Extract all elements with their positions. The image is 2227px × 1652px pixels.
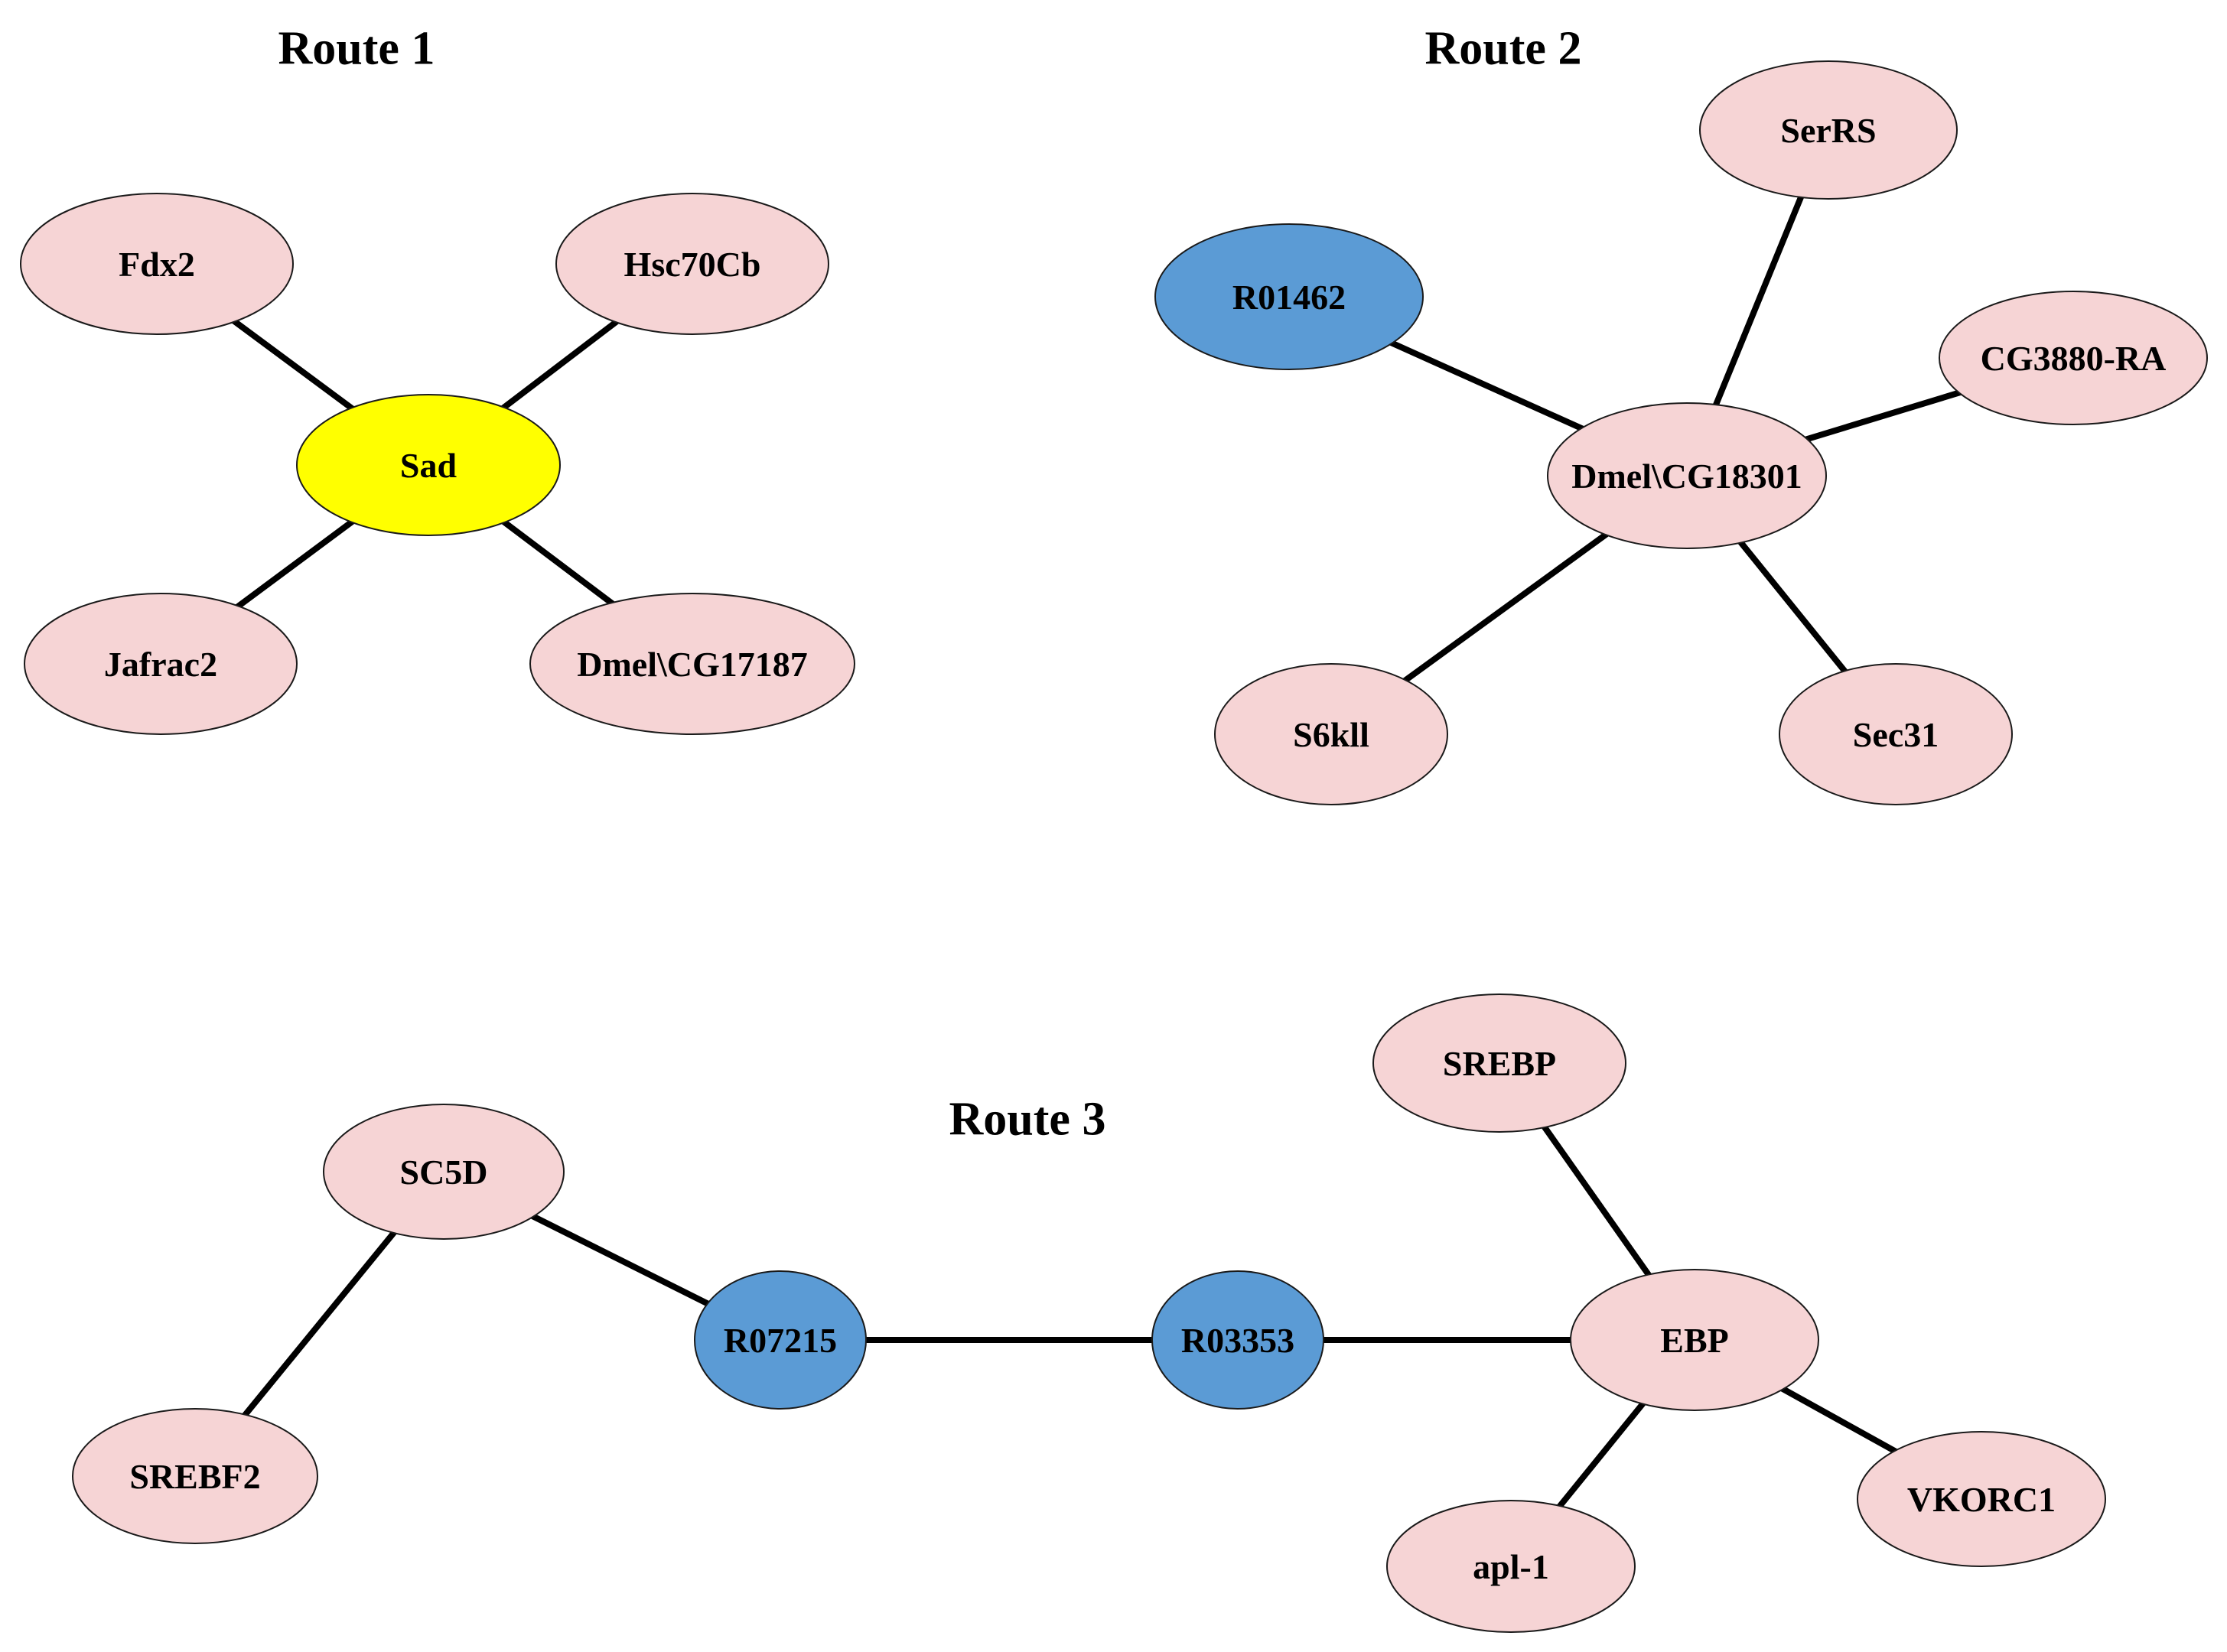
node-ellipse-cg17187	[529, 593, 855, 735]
node-hsc70cb: Hsc70Cb	[555, 193, 829, 335]
node-label-vkorc1: VKORC1	[1907, 1480, 2056, 1519]
node-apl1: apl-1	[1386, 1500, 1636, 1633]
node-label-sec31: Sec31	[1853, 715, 1939, 754]
node-ellipse-r01462	[1154, 223, 1424, 370]
title-route2: Route 2	[1425, 23, 1582, 75]
node-cg3880ra: CG3880-RA	[1939, 291, 2208, 425]
node-ellipse-sec31	[1779, 663, 2013, 805]
node-ellipse-sad	[296, 394, 561, 536]
node-ellipse-cg3880ra	[1939, 291, 2208, 425]
node-ellipse-hsc70cb	[555, 193, 829, 335]
node-ebp: EBP	[1570, 1269, 1819, 1411]
node-label-cg3880ra: CG3880-RA	[1981, 339, 2167, 378]
node-label-ebp: EBP	[1660, 1321, 1728, 1360]
node-ellipse-vkorc1	[1857, 1431, 2106, 1567]
node-label-jafrac2: Jafrac2	[104, 645, 217, 684]
node-label-r01462: R01462	[1232, 278, 1346, 317]
node-label-apl1: apl-1	[1473, 1547, 1549, 1586]
node-jafrac2: Jafrac2	[24, 593, 298, 735]
node-sc5d: SC5D	[323, 1104, 565, 1240]
node-ellipse-serrs	[1699, 60, 1958, 200]
node-cg17187: Dmel\CG17187	[529, 593, 855, 735]
node-ellipse-r03353	[1151, 1270, 1324, 1410]
node-r03353: R03353	[1151, 1270, 1324, 1410]
node-s6kll: S6kll	[1214, 663, 1448, 805]
node-sad: Sad	[296, 394, 561, 536]
node-label-srebp: SREBP	[1443, 1044, 1556, 1083]
node-ellipse-r07215	[694, 1270, 867, 1410]
node-ellipse-apl1	[1386, 1500, 1636, 1633]
node-vkorc1: VKORC1	[1857, 1431, 2106, 1567]
node-ellipse-cg18301	[1547, 402, 1827, 549]
node-label-sad: Sad	[400, 446, 457, 485]
title-route1: Route 1	[278, 23, 435, 75]
node-sec31: Sec31	[1779, 663, 2013, 805]
node-label-fdx2: Fdx2	[119, 245, 195, 284]
node-label-r03353: R03353	[1181, 1321, 1294, 1360]
node-fdx2: Fdx2	[20, 193, 294, 335]
node-label-serrs: SerRS	[1780, 111, 1876, 150]
node-ellipse-fdx2	[20, 193, 294, 335]
node-label-cg18301: Dmel\CG18301	[1571, 457, 1802, 496]
node-label-srebf2: SREBF2	[129, 1457, 260, 1496]
node-srebp: SREBP	[1372, 993, 1626, 1133]
node-ellipse-ebp	[1570, 1269, 1819, 1411]
node-r07215: R07215	[694, 1270, 867, 1410]
node-label-sc5d: SC5D	[399, 1153, 487, 1192]
node-ellipse-sc5d	[323, 1104, 565, 1240]
node-ellipse-srebp	[1372, 993, 1626, 1133]
node-label-hsc70cb: Hsc70Cb	[624, 245, 761, 284]
node-label-cg17187: Dmel\CG17187	[577, 645, 808, 684]
title-route3: Route 3	[949, 1094, 1106, 1146]
node-ellipse-jafrac2	[24, 593, 298, 735]
node-ellipse-srebf2	[72, 1408, 318, 1544]
node-serrs: SerRS	[1699, 60, 1958, 200]
node-r01462: R01462	[1154, 223, 1424, 370]
node-label-s6kll: S6kll	[1293, 715, 1369, 754]
node-ellipse-s6kll	[1214, 663, 1448, 805]
node-cg18301: Dmel\CG18301	[1547, 402, 1827, 549]
node-label-r07215: R07215	[724, 1321, 837, 1360]
node-srebf2: SREBF2	[72, 1408, 318, 1544]
